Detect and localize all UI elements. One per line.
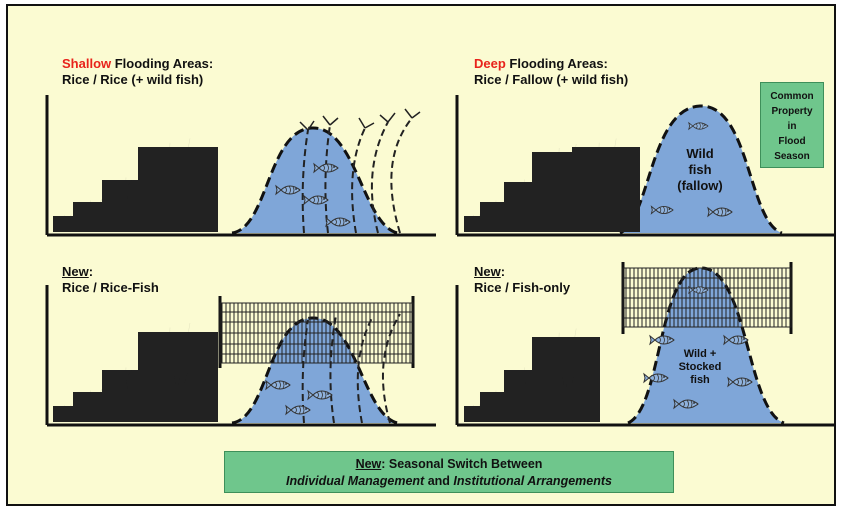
shallow-title-rest: Flooding Areas:: [111, 56, 214, 71]
deep-fish-label: Wild fish (fallow): [660, 146, 740, 194]
net-enclosure: [218, 296, 415, 368]
shallow-subtitle: Rice / Rice (+ wild fish): [62, 72, 204, 87]
fish-only-new: New: [474, 264, 501, 279]
panel-fish-only: [457, 262, 836, 425]
footer-line-1: New: Seasonal Switch Between: [225, 456, 673, 473]
deep-title: Deep Flooding Areas:: [474, 56, 608, 72]
footer-individual-management: Individual Management: [286, 474, 425, 488]
rice-fish-subtitle: Rice / Rice-Fish: [62, 280, 159, 295]
footer-rest: : Seasonal Switch Between: [381, 457, 543, 471]
fish-only-new-label: New:: [474, 264, 505, 280]
deep-fish-label-line-3: (fallow): [677, 178, 723, 193]
fish-only-fish-label-line-2: Stocked: [678, 361, 722, 373]
common-property-line-1: Common: [770, 91, 814, 102]
deep-fish-label-line-1: Wild: [686, 146, 714, 161]
common-property-line-4: Flood: [778, 136, 806, 147]
deep-fish-label-line-2: fish: [688, 162, 712, 177]
footer-box: New: Seasonal Switch Between Individual …: [224, 451, 674, 493]
common-property-line-2: Property: [771, 106, 813, 117]
rice-fish-new: New: [62, 264, 89, 279]
common-property-line-3: in: [787, 121, 797, 132]
footer-line-2: Individual Management and Institutional …: [225, 473, 673, 490]
fish-only-colon: :: [500, 264, 506, 279]
shallow-highlight: Shallow: [62, 56, 112, 71]
fish-only-fish-label-line-1: Wild +: [683, 348, 717, 360]
footer-institutional-arrangements: Institutional Arrangements: [453, 474, 612, 488]
fish-only-fish-label: Wild + Stocked fish: [664, 348, 736, 387]
rice-plants: [59, 139, 202, 233]
rice-fish-new-label: New:: [62, 264, 93, 280]
panel-rice-fish: [47, 285, 436, 425]
fish-only-subtitle: Rice / Fish-only: [474, 280, 571, 295]
rice-fish-colon: :: [88, 264, 94, 279]
common-property-line-5: Season: [774, 151, 810, 162]
footer-and: and: [424, 474, 454, 488]
deep-highlight: Deep: [474, 56, 506, 71]
footer-new: New: [355, 457, 382, 471]
deep-title-rest: Flooding Areas:: [505, 56, 608, 71]
panel-deep: [457, 95, 836, 235]
fish-only-fish-label-line-3: fish: [690, 374, 710, 386]
common-property-box: Common Property in Flood Season: [760, 82, 824, 168]
shallow-title: Shallow Flooding Areas:: [62, 56, 213, 72]
water-bell-shape: [232, 127, 398, 233]
deep-subtitle: Rice / Fallow (+ wild fish): [474, 72, 629, 87]
panel-shallow: [47, 95, 436, 235]
